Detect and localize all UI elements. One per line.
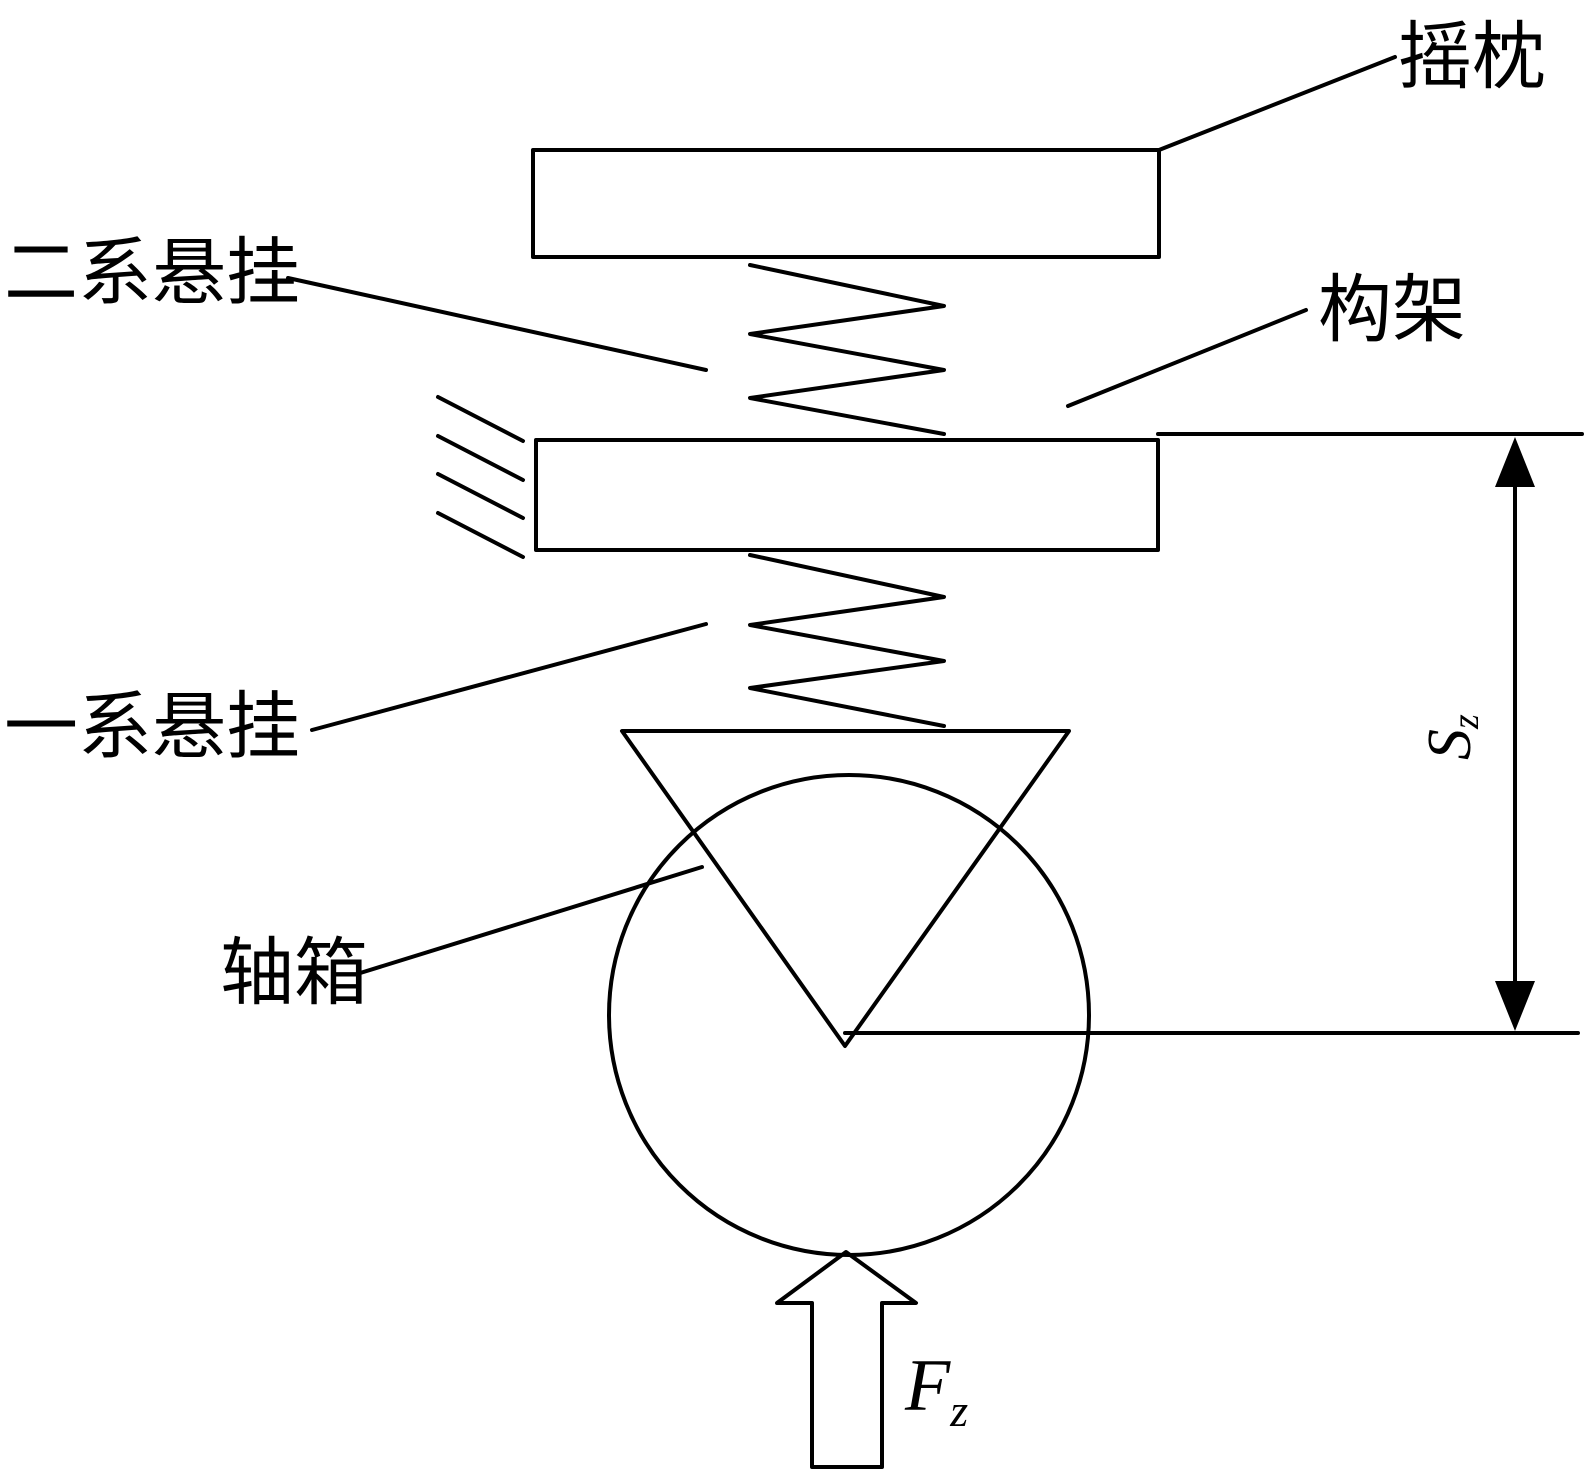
bolster-block xyxy=(531,148,1161,259)
force-symbol-subscript: z xyxy=(949,1385,968,1436)
secondary-suspension-label: 二系悬挂 xyxy=(4,230,300,316)
primary-suspension-leader-line xyxy=(310,622,708,732)
dimension-arrowhead-up-icon xyxy=(1495,437,1535,487)
axle-box-label: 轴箱 xyxy=(220,930,368,1016)
displacement-symbol-subscript: z xyxy=(1445,714,1487,730)
hatch-line xyxy=(436,434,525,482)
primary-spring xyxy=(748,553,946,728)
frame-leader-line xyxy=(1066,308,1308,408)
axle-box-leader-line xyxy=(355,865,704,976)
bolster-label: 摇枕 xyxy=(1398,14,1546,100)
frame-block xyxy=(534,438,1160,552)
hatch-line xyxy=(436,395,525,443)
force-symbol: Fz xyxy=(904,1345,968,1436)
secondary-suspension-leader-line xyxy=(286,276,708,372)
secondary-spring xyxy=(748,263,946,436)
hatch-line xyxy=(436,472,525,520)
force-arrow-icon xyxy=(775,1250,918,1469)
displacement-symbol-main: S xyxy=(1416,729,1484,760)
svg-text:Sz: Sz xyxy=(1416,714,1487,760)
frame-label: 构架 xyxy=(1318,267,1466,353)
force-symbol-main: F xyxy=(904,1345,951,1427)
hatch-line xyxy=(436,511,525,559)
displacement-symbol: Sz xyxy=(1416,714,1487,760)
bolster-leader-line xyxy=(1157,55,1397,152)
wheel-circle xyxy=(607,773,1091,1257)
axle-box-triangle xyxy=(620,729,1071,1048)
frame-hatch xyxy=(436,395,525,559)
dimension-arrowhead-down-icon xyxy=(1495,981,1535,1031)
primary-suspension-label: 一系悬挂 xyxy=(4,684,300,770)
